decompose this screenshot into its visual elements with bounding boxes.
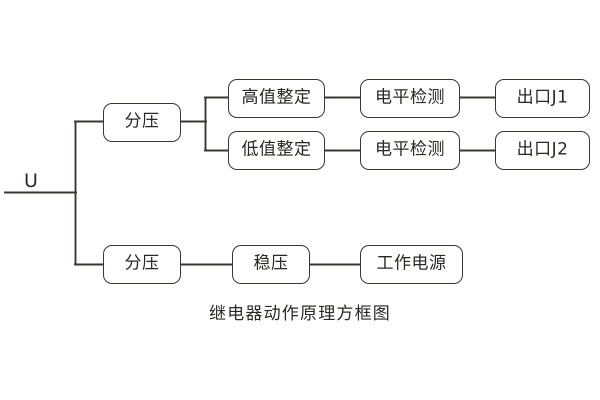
node-divider-bottom-label: 分压 bbox=[124, 253, 160, 274]
input-voltage-label: U bbox=[24, 170, 39, 192]
node-output-j1[interactable]: 出口J1 bbox=[495, 79, 590, 118]
node-level-detection-1[interactable]: 电平检测 bbox=[360, 79, 460, 118]
node-voltage-regulator-label: 稳压 bbox=[253, 253, 289, 274]
node-low-value-setting-label: 低值整定 bbox=[241, 139, 312, 160]
node-output-j1-label: 出口J1 bbox=[516, 87, 569, 108]
node-divider-top[interactable]: 分压 bbox=[103, 103, 181, 142]
node-high-value-setting[interactable]: 高值整定 bbox=[228, 79, 325, 118]
node-output-j2-label: 出口J2 bbox=[516, 139, 569, 160]
diagram-caption: 继电器动作原理方框图 bbox=[209, 304, 391, 324]
node-level-detection-2[interactable]: 电平检测 bbox=[360, 131, 460, 170]
node-level-detection-1-label: 电平检测 bbox=[375, 87, 445, 108]
node-output-j2[interactable]: 出口J2 bbox=[495, 131, 590, 170]
node-divider-bottom[interactable]: 分压 bbox=[103, 245, 181, 284]
node-level-detection-2-label: 电平检测 bbox=[375, 139, 445, 160]
node-low-value-setting[interactable]: 低值整定 bbox=[228, 131, 325, 170]
node-high-value-setting-label: 高值整定 bbox=[241, 87, 312, 108]
node-working-power-supply[interactable]: 工作电源 bbox=[360, 245, 463, 284]
node-divider-top-label: 分压 bbox=[124, 111, 160, 132]
node-working-power-supply-label: 工作电源 bbox=[376, 253, 447, 274]
node-voltage-regulator[interactable]: 稳压 bbox=[232, 245, 310, 284]
